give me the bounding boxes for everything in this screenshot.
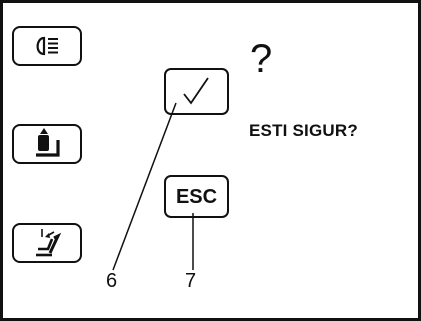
seat-recline-button[interactable] [12, 223, 82, 263]
esc-button[interactable]: ESC [164, 175, 229, 218]
seat-recline-icon [36, 229, 62, 257]
headlight-button[interactable] [12, 26, 82, 66]
esc-label: ESC [175, 186, 218, 208]
leader-line-6 [112, 102, 177, 271]
headlight-icon [36, 36, 58, 56]
seat-lift-button[interactable] [12, 124, 82, 164]
confirmation-question: ESTI SIGUR? [249, 121, 358, 140]
question-mark: ? [250, 37, 273, 81]
callout-label-7: 7 [185, 270, 197, 292]
seat-up-icon [36, 128, 60, 157]
checkmark-icon [183, 77, 209, 105]
callout-label-6: 6 [106, 270, 118, 292]
